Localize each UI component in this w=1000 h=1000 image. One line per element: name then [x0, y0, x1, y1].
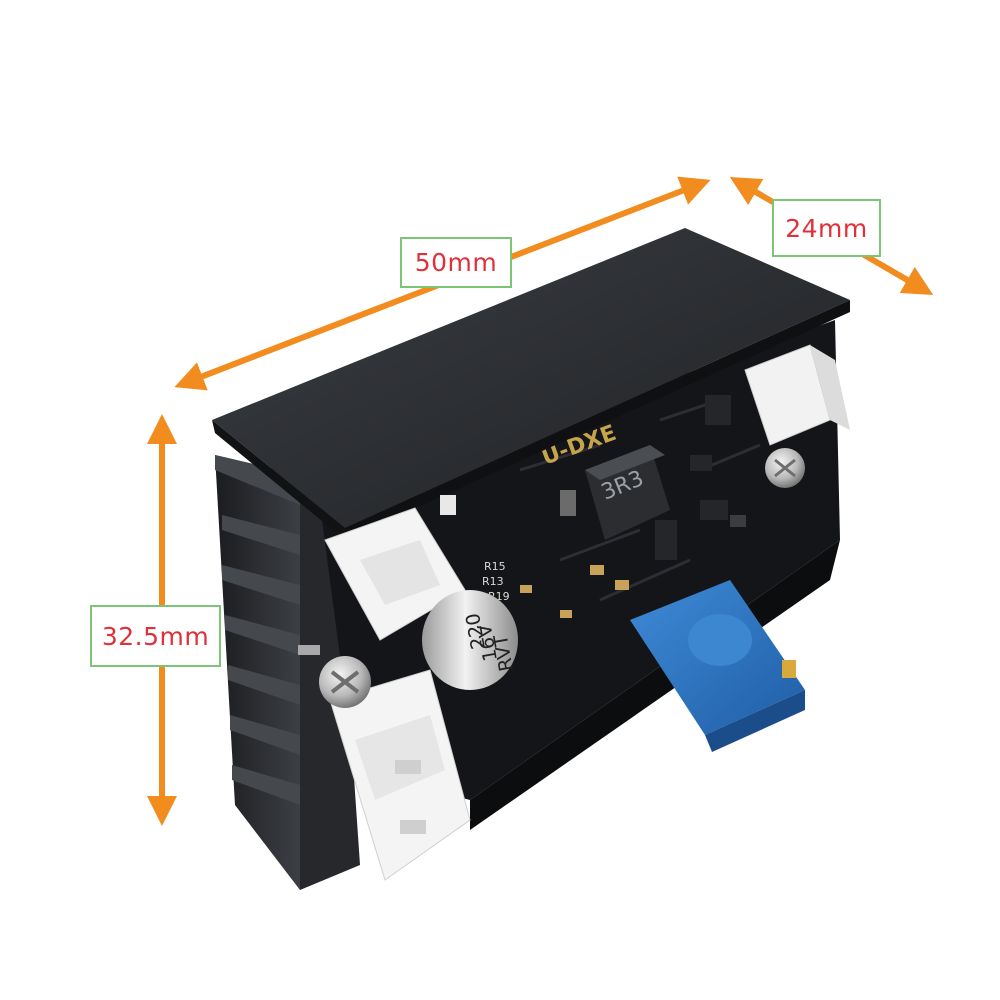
- resistor-label: R15: [484, 560, 506, 573]
- screw-right: [765, 448, 805, 488]
- resistor-labels: R15 R13 R19: [482, 560, 510, 603]
- connector-bottom: [329, 669, 471, 881]
- inductor: 3R3: [585, 445, 670, 540]
- smd-components: [440, 395, 746, 618]
- width-dimension-label: 24mm: [772, 199, 881, 257]
- electrolytic-capacitor: 220 16V RVT: [422, 590, 518, 690]
- connector-middle: [324, 507, 466, 641]
- trimmer-potentiometer: [630, 580, 805, 752]
- length-dimension-label: 50mm: [400, 237, 512, 288]
- connector-top-right: [744, 344, 850, 446]
- resistor-label: R13: [482, 575, 504, 588]
- height-dimension-label: 32.5mm: [90, 605, 221, 667]
- screw-left: [298, 645, 371, 708]
